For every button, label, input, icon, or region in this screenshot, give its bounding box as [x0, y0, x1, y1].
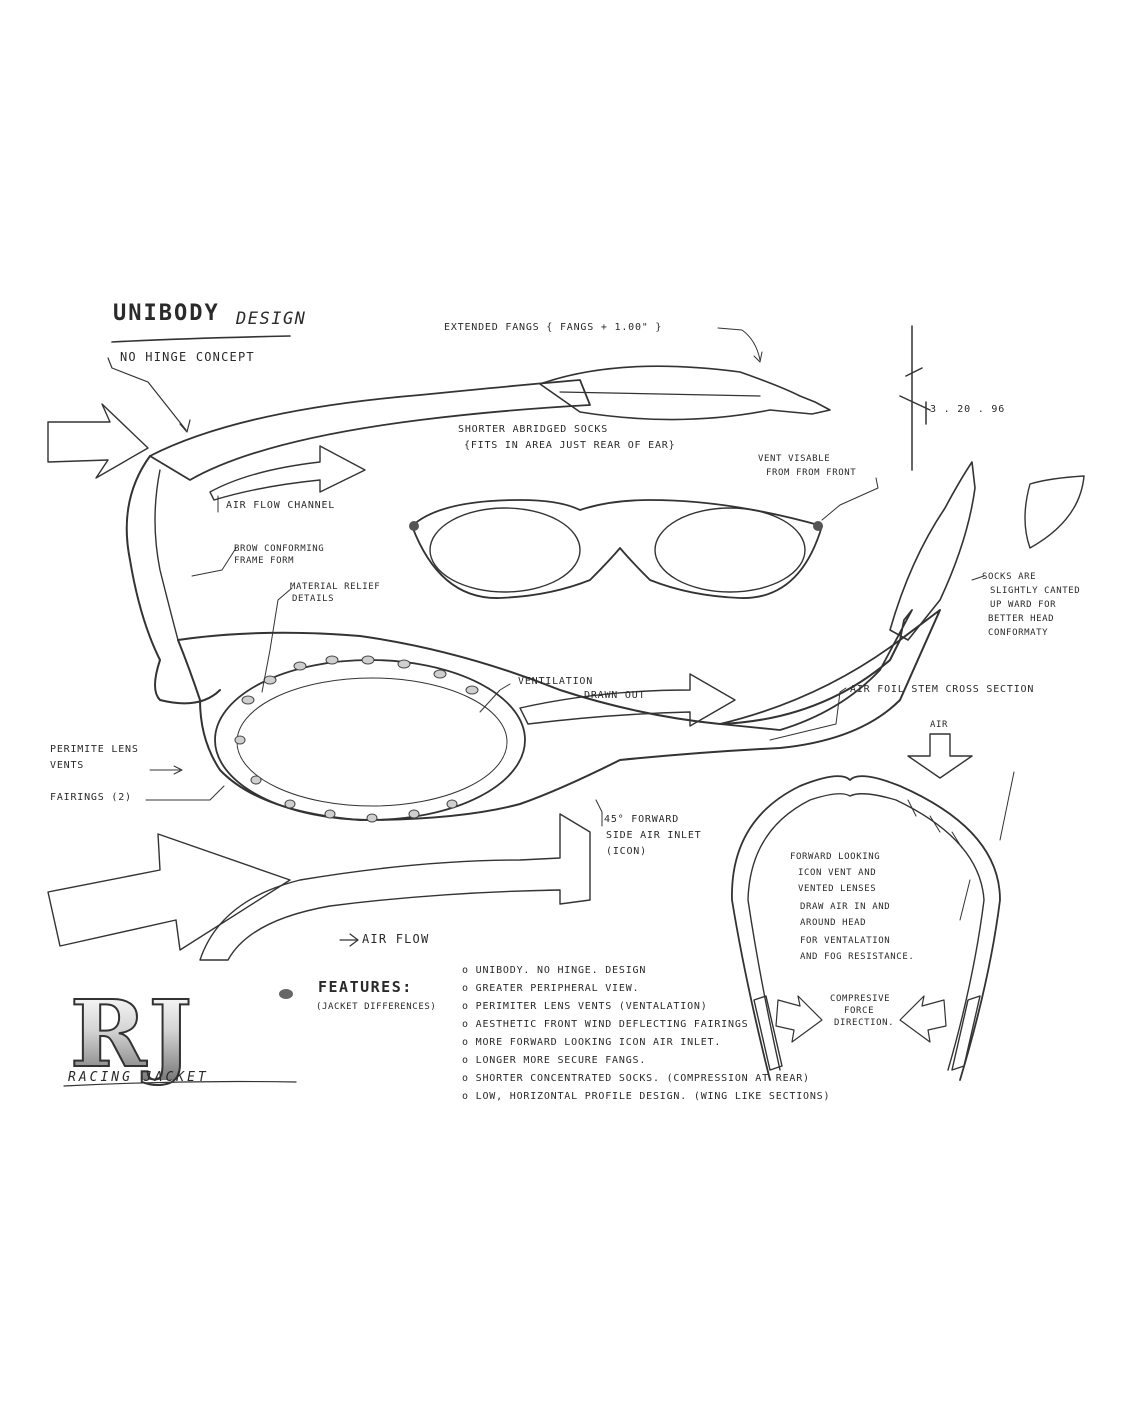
- label-extended-fangs: EXTENDED FANGS { FANGS + 1.00" }: [444, 322, 663, 333]
- feature-item: o UNIBODY. NO HINGE. DESIGN: [462, 965, 647, 976]
- air-arrow-left-top: [47, 403, 149, 479]
- signature-mark: [899, 325, 931, 471]
- feature-item: o LOW, HORIZONTAL PROFILE DESIGN. (WING …: [462, 1091, 831, 1102]
- no-hinge-concept: NO HINGE CONCEPT: [120, 350, 255, 364]
- label-material-1: MATERIAL RELIEF: [290, 582, 381, 592]
- label-material-2: DETAILS: [292, 594, 335, 604]
- label-compresive-3: DIRECTION.: [834, 1018, 895, 1028]
- label-side-inlet-3: (ICON): [606, 846, 647, 857]
- label-air-flow: AIR FLOW: [362, 932, 430, 946]
- air-arrow-down: [907, 733, 973, 779]
- label-forward-3: VENTED LENSES: [798, 884, 877, 894]
- frame-main: [177, 609, 941, 821]
- label-compresive-1: COMPRESIVE: [830, 994, 891, 1004]
- label-forward-5: AROUND HEAD: [800, 918, 867, 928]
- features-title: FEATURES:: [318, 978, 413, 996]
- label-air-foil: AIR FOIL STEM CROSS SECTION: [850, 684, 1035, 695]
- label-shorter-socks-2: {FITS IN AREA JUST REAR OF EAR}: [464, 440, 676, 451]
- label-forward-7: AND FOG RESISTANCE.: [800, 952, 915, 962]
- title-unibody: UNIBODY: [113, 301, 220, 326]
- air-arrow-left-bottom: [47, 833, 291, 951]
- main-lens: [214, 659, 526, 821]
- feature-item: o PERIMITER LENS VENTS (VENTALATION): [462, 1001, 708, 1012]
- label-socks-canted-2: SLIGHTLY CANTED: [990, 586, 1081, 596]
- racing-jacket-tagline: RACING JACKET: [68, 1070, 209, 1085]
- rj-logo: RJ: [69, 980, 194, 1088]
- label-socks-canted-3: UP WARD FOR: [990, 600, 1057, 610]
- frame-left-edge: [125, 455, 221, 705]
- sock-cross-section: [1024, 475, 1085, 549]
- label-vent-visable-2: FROM FROM FRONT: [766, 468, 857, 478]
- extended-fang: [539, 365, 831, 421]
- label-side-inlet-2: SIDE AIR INLET: [606, 830, 702, 841]
- title-design: DESIGN: [236, 309, 307, 329]
- sock-right: [889, 461, 976, 641]
- label-forward-1: FORWARD LOOKING: [790, 852, 881, 862]
- features-list: o UNIBODY. NO HINGE. DESIGN o GREATER PE…: [462, 962, 830, 1106]
- label-brow-2: FRAME FORM: [234, 556, 295, 566]
- label-compresive-2: FORCE: [844, 1006, 875, 1016]
- no-hinge-leader: [107, 357, 187, 431]
- top-view-frame: [731, 775, 1001, 1081]
- label-forward-2: ICON VENT AND: [798, 868, 877, 878]
- label-socks-canted-5: CONFORMATY: [988, 628, 1049, 638]
- airflow-arrows-top-view: [907, 771, 1015, 921]
- feature-item: o SHORTER CONCENTRATED SOCKS. (COMPRESSI…: [462, 1073, 810, 1084]
- label-air-flow-channel: AIR FLOW CHANNEL: [226, 500, 336, 511]
- label-forward-6: FOR VENTALATION: [800, 936, 891, 946]
- features-subtitle: (JACKET DIFFERENCES): [316, 1002, 437, 1012]
- feature-item: o AESTHETIC FRONT WIND DEFLECTING FAIRIN…: [462, 1019, 749, 1030]
- perimeter-vents: [234, 655, 479, 823]
- label-forward-4: DRAW AIR IN AND: [800, 902, 891, 912]
- title-underline: [111, 335, 291, 343]
- feature-item: o MORE FORWARD LOOKING ICON AIR INLET.: [462, 1037, 722, 1048]
- label-vent-visable-1: VENT VISABLE: [758, 454, 831, 464]
- top-view-sock-right: [951, 995, 981, 1071]
- label-ventilation-2: DRAWN OUT: [584, 690, 646, 701]
- label-air: AIR: [930, 720, 949, 730]
- label-brow-1: BROW CONFORMING: [234, 544, 325, 554]
- feature-item: o LONGER MORE SECURE FANGS.: [462, 1055, 647, 1066]
- label-side-inlet-1: 45° FORWARD: [604, 814, 680, 825]
- label-perimite-2: VENTS: [50, 760, 85, 771]
- sketch-date: 3 . 20 . 96: [930, 404, 1006, 415]
- label-fairings: FAIRINGS (2): [50, 792, 132, 803]
- air-flow-channel-arrow: [209, 445, 366, 501]
- feature-item: o GREATER PERIPHERAL VIEW.: [462, 983, 640, 994]
- top-view-sock-left: [753, 995, 783, 1071]
- temple-arm-top: [149, 379, 591, 481]
- front-view-glasses: [409, 499, 823, 599]
- label-shorter-socks-1: SHORTER ABRIDGED SOCKS: [458, 424, 609, 435]
- compressive-arrow-left: [775, 995, 823, 1043]
- compressive-arrow-right: [899, 995, 947, 1043]
- label-socks-canted-4: BETTER HEAD: [988, 614, 1055, 624]
- label-ventilation-1: VENTILATION: [518, 676, 594, 687]
- temple-arm-right: [719, 609, 913, 731]
- front-lens-left: [429, 507, 581, 593]
- ventilation-arrow: [519, 673, 736, 727]
- label-perimite-1: PERIMITE LENS: [50, 744, 139, 755]
- logo-dot: [279, 989, 293, 999]
- front-lens-right: [654, 507, 806, 593]
- label-socks-canted-1: SOCKS ARE: [982, 572, 1037, 582]
